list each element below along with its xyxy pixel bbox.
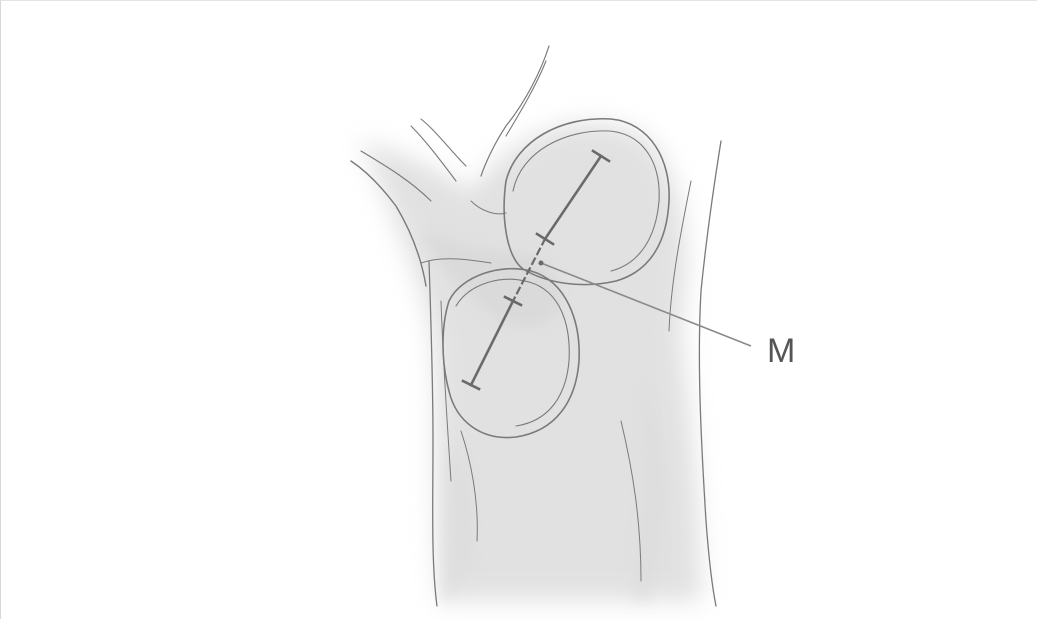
label-m: M xyxy=(767,334,795,368)
background-shading xyxy=(361,123,701,601)
right-edge-outline xyxy=(699,141,721,606)
midpoint-marker xyxy=(539,261,544,266)
